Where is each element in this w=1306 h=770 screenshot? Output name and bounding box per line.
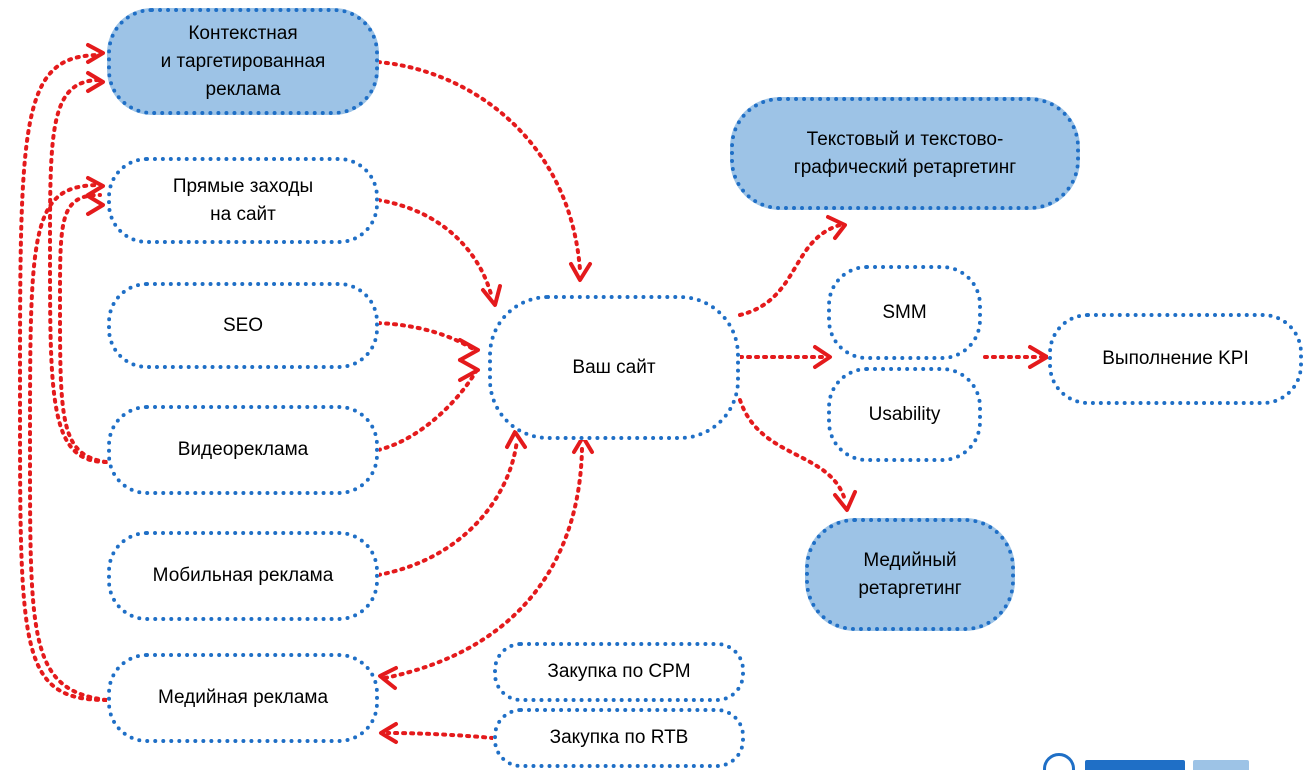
arrowhead-media-retargeting — [833, 490, 857, 512]
node-label: Ваш сайт — [572, 356, 656, 378]
arrow-video-loop-contextual — [47, 78, 108, 464]
node-cpm-purchase: Закупка по CPM — [493, 642, 745, 702]
arrowhead-media-lower — [379, 722, 398, 744]
arrow-direct-to-site — [376, 198, 494, 300]
node-media-ads: Медийная реклама — [107, 653, 379, 743]
node-label: Медийная реклама — [157, 687, 329, 708]
node-label: Выполнение KPI — [1102, 348, 1249, 369]
logo-wordmark-bar — [1085, 760, 1185, 770]
logo-globe-icon — [1043, 753, 1075, 770]
node-seo: SEO — [107, 282, 379, 369]
node-label: Видеореклама — [177, 439, 309, 460]
node-label: Мобильная реклама — [152, 565, 334, 586]
node-label: SMM — [882, 301, 927, 323]
arrow-site-to-text-retargeting — [738, 223, 842, 317]
node-label: Закупка по CPM — [547, 661, 691, 682]
arrowhead-contextual-a — [86, 43, 105, 64]
node-smm: SMM — [827, 265, 982, 360]
logo-wordmark-bar-light — [1193, 760, 1249, 770]
arrowhead-site-upper-left — [481, 284, 502, 307]
arrow-video-loop-direct — [57, 193, 108, 464]
arrow-rtb-to-media — [386, 731, 495, 740]
node-label: SEO — [222, 314, 264, 336]
arrow-contextual-to-site — [376, 60, 582, 272]
node-label: Прямые заходы на сайт — [172, 175, 314, 225]
arrowhead-site-top — [569, 262, 592, 282]
arrowhead-smm — [813, 345, 832, 369]
arrow-mobile-to-site — [376, 438, 519, 577]
arrowhead-kpi — [1028, 345, 1049, 369]
arrow-site-to-media-retargeting — [738, 398, 847, 502]
node-label: Usability — [868, 403, 941, 425]
node-text-retargeting: Текстовый и текстово- графический ретарг… — [730, 97, 1080, 210]
node-kpi: Выполнение KPI — [1048, 313, 1303, 405]
arrowhead-direct-b — [86, 194, 105, 216]
node-label: Текстовый и текстово- графический ретарг… — [793, 128, 1017, 178]
arrowhead-direct-a — [86, 176, 105, 197]
node-direct-visits: Прямые заходы на сайт — [107, 157, 379, 244]
node-label: Медийный ретаргетинг — [858, 549, 962, 599]
node-rtb-purchase: Закупка по RTB — [493, 708, 745, 768]
arrow-media-loop-contextual — [17, 53, 108, 702]
arrowhead-contextual-b — [86, 71, 105, 93]
arrowhead-site-left-b — [458, 358, 480, 382]
company-logo-icon — [1035, 752, 1306, 770]
node-media-retargeting: Медийный ретаргетинг — [805, 518, 1015, 631]
arrowhead-site-left-a — [458, 338, 480, 362]
arrow-media-to-site — [383, 446, 584, 680]
arrowhead-text-retargeting — [826, 215, 847, 240]
node-label: Закупка по RTB — [549, 727, 689, 748]
node-usability: Usability — [827, 367, 982, 462]
arrow-media-loop-direct — [27, 183, 108, 702]
node-mobile-ads: Мобильная реклама — [107, 531, 379, 621]
arrowhead-media-upper — [378, 666, 398, 690]
arrow-video-to-site — [376, 366, 480, 452]
arrowhead-site-bottom-a — [505, 430, 527, 449]
node-label: Контекстная и таргетированная реклама — [160, 22, 326, 100]
node-video-ads: Видеореклама — [107, 405, 379, 495]
arrow-seo-to-site — [376, 321, 477, 352]
node-contextual-ads: Контекстная и таргетированная реклама — [107, 8, 379, 115]
node-your-site: Ваш сайт — [488, 295, 740, 440]
